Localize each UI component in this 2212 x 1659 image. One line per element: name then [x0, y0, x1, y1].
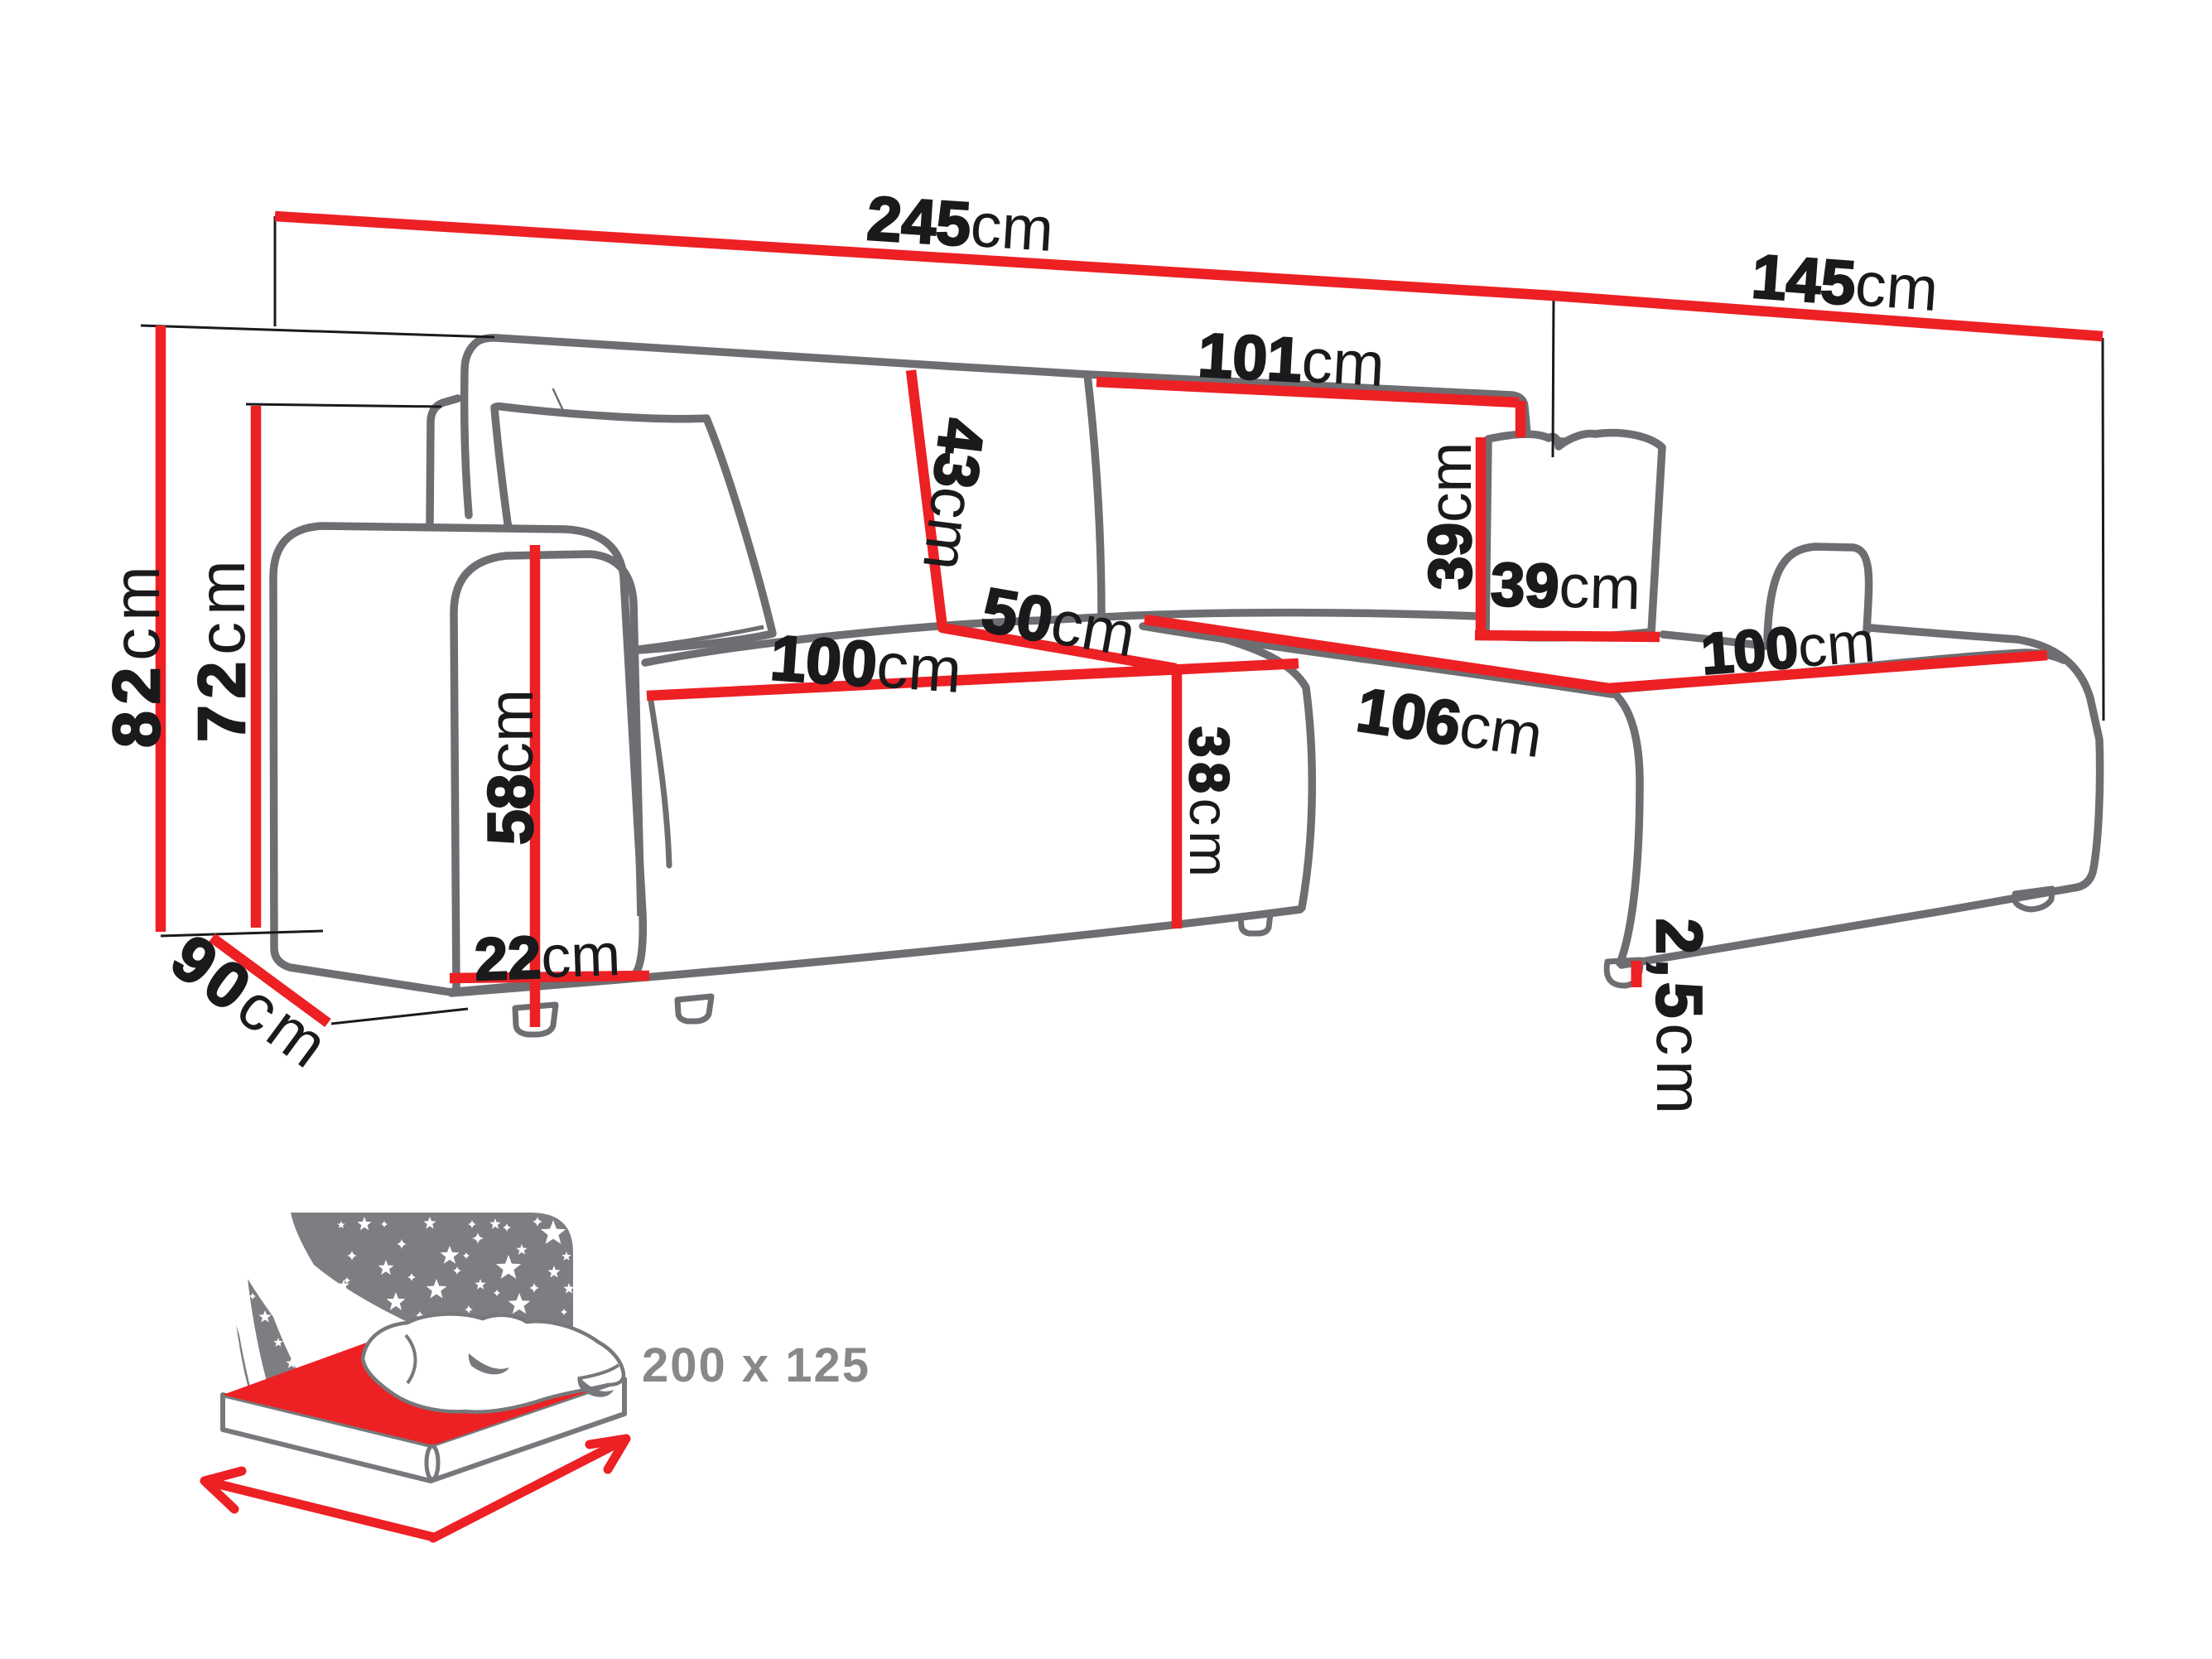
- svg-text:106cm: 106cm: [1352, 674, 1547, 770]
- svg-text:82cm: 82cm: [99, 559, 173, 748]
- svg-text:245cm: 245cm: [865, 183, 1056, 264]
- svg-text:22cm: 22cm: [474, 922, 622, 993]
- svg-text:38cm: 38cm: [1178, 726, 1240, 882]
- svg-text:39cm: 39cm: [1417, 442, 1484, 591]
- svg-text:145cm: 145cm: [1750, 241, 1941, 324]
- svg-text:100cm: 100cm: [1699, 609, 1877, 687]
- svg-text:43cm: 43cm: [910, 415, 998, 574]
- svg-text:200 x 125: 200 x 125: [642, 1338, 870, 1392]
- svg-text:72cm: 72cm: [185, 553, 258, 742]
- svg-text:2,5cm: 2,5cm: [1643, 919, 1716, 1119]
- svg-text:39cm: 39cm: [1490, 550, 1641, 623]
- svg-text:50cm: 50cm: [977, 575, 1141, 671]
- svg-text:100cm: 100cm: [769, 622, 965, 707]
- svg-text:58cm: 58cm: [475, 689, 547, 845]
- svg-text:101cm: 101cm: [1197, 320, 1386, 399]
